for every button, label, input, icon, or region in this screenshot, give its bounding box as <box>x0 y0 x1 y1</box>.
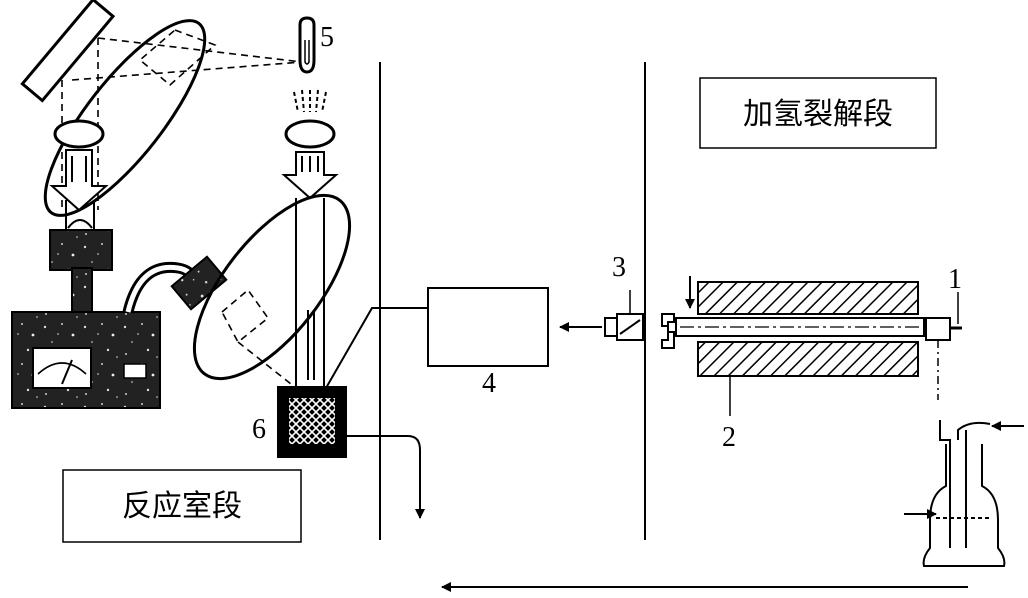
part-number-6: 6 <box>252 414 266 445</box>
part-number-4: 4 <box>482 368 496 399</box>
exhaust-line <box>347 435 425 519</box>
meter-knob <box>123 363 147 379</box>
tube-connector <box>661 313 675 349</box>
valve-3 <box>604 290 644 341</box>
mirror <box>20 0 116 103</box>
reaction-cell-6 <box>277 386 347 458</box>
light-arrow-right <box>281 151 339 200</box>
reaction-chamber-label-text: 反应室段 <box>122 489 242 524</box>
gas-line-to-cell <box>325 307 428 389</box>
filter-disc-lower <box>192 193 352 381</box>
furnace-block-top <box>697 281 919 315</box>
part-number-5: 5 <box>320 22 334 53</box>
furnace-block-bottom <box>697 341 919 377</box>
gauge-dial <box>32 347 92 389</box>
light-tube-left <box>65 200 95 230</box>
light-beam <box>295 198 325 388</box>
quartz-tube-2 <box>675 317 940 337</box>
light-path-lines <box>61 29 303 210</box>
lower-dashed-path <box>220 288 297 389</box>
lamp-5 <box>298 16 316 74</box>
light-arrow-left <box>49 149 109 212</box>
filter-disc-upper <box>43 19 207 217</box>
detector-neck <box>71 267 93 317</box>
hydrocracking-section-label: 加氢裂解段 <box>699 77 937 149</box>
reaction-chamber-section-label: 反应室段 <box>62 469 302 543</box>
hydrocracking-label-text: 加氢裂解段 <box>743 97 893 132</box>
lamp-emission <box>293 89 327 113</box>
gas-washing-bottle <box>922 420 1006 567</box>
lens-left <box>53 119 105 149</box>
part-number-3: 3 <box>612 252 626 283</box>
injector-1 <box>925 292 962 400</box>
component-box-4 <box>427 287 549 367</box>
lens-right <box>284 119 336 149</box>
detector-head <box>49 229 113 271</box>
part-number-1: 1 <box>948 264 962 295</box>
part-number-2: 2 <box>722 422 736 453</box>
